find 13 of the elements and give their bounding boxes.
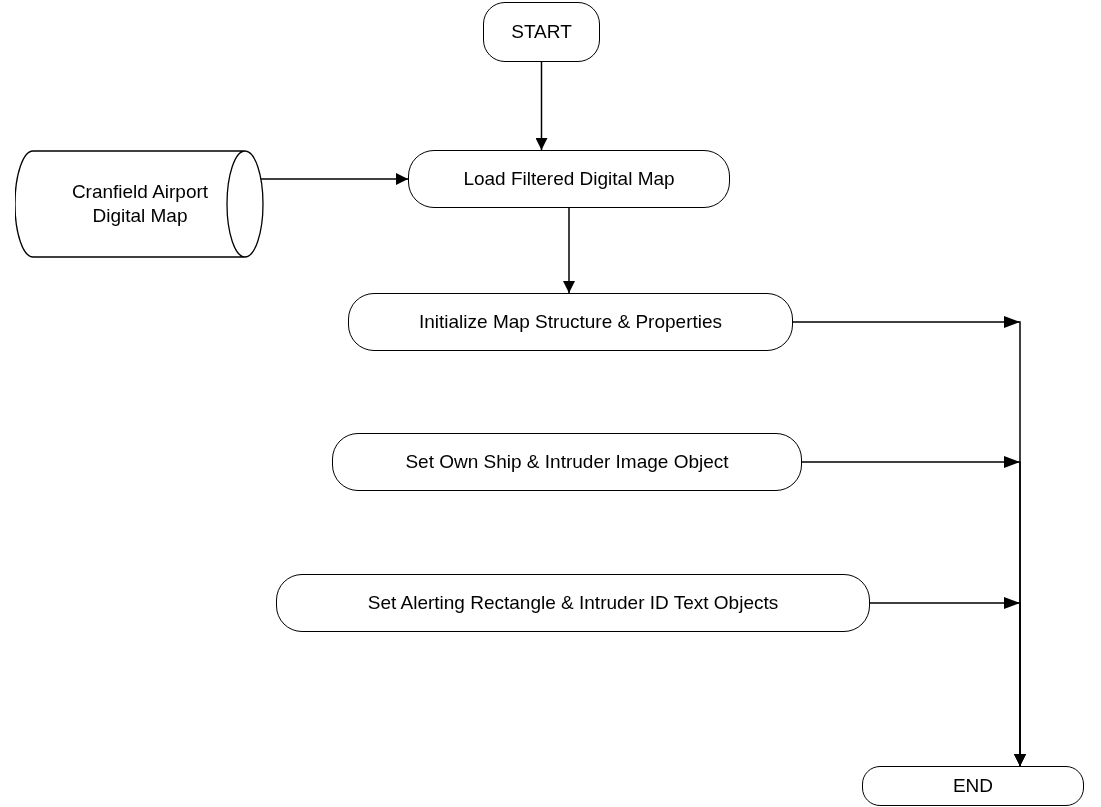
node-label: Set Alerting Rectangle & Intruder ID Text Objects (367, 591, 779, 615)
process-box (348, 293, 793, 351)
node-label: START (511, 20, 572, 44)
process-box (276, 574, 870, 632)
terminal-box (862, 766, 1084, 806)
terminal-box (483, 2, 600, 62)
node-label: END (952, 774, 994, 798)
node-label: Cranfield Airport Digital Map (70, 180, 210, 228)
node-label: Set Own Ship & Intruder Image Object (405, 450, 729, 474)
node-label: Load Filtered Digital Map (463, 167, 675, 191)
node-label: Initialize Map Structure & Properties (418, 310, 723, 334)
process-box (332, 433, 802, 491)
process-box (408, 150, 730, 208)
